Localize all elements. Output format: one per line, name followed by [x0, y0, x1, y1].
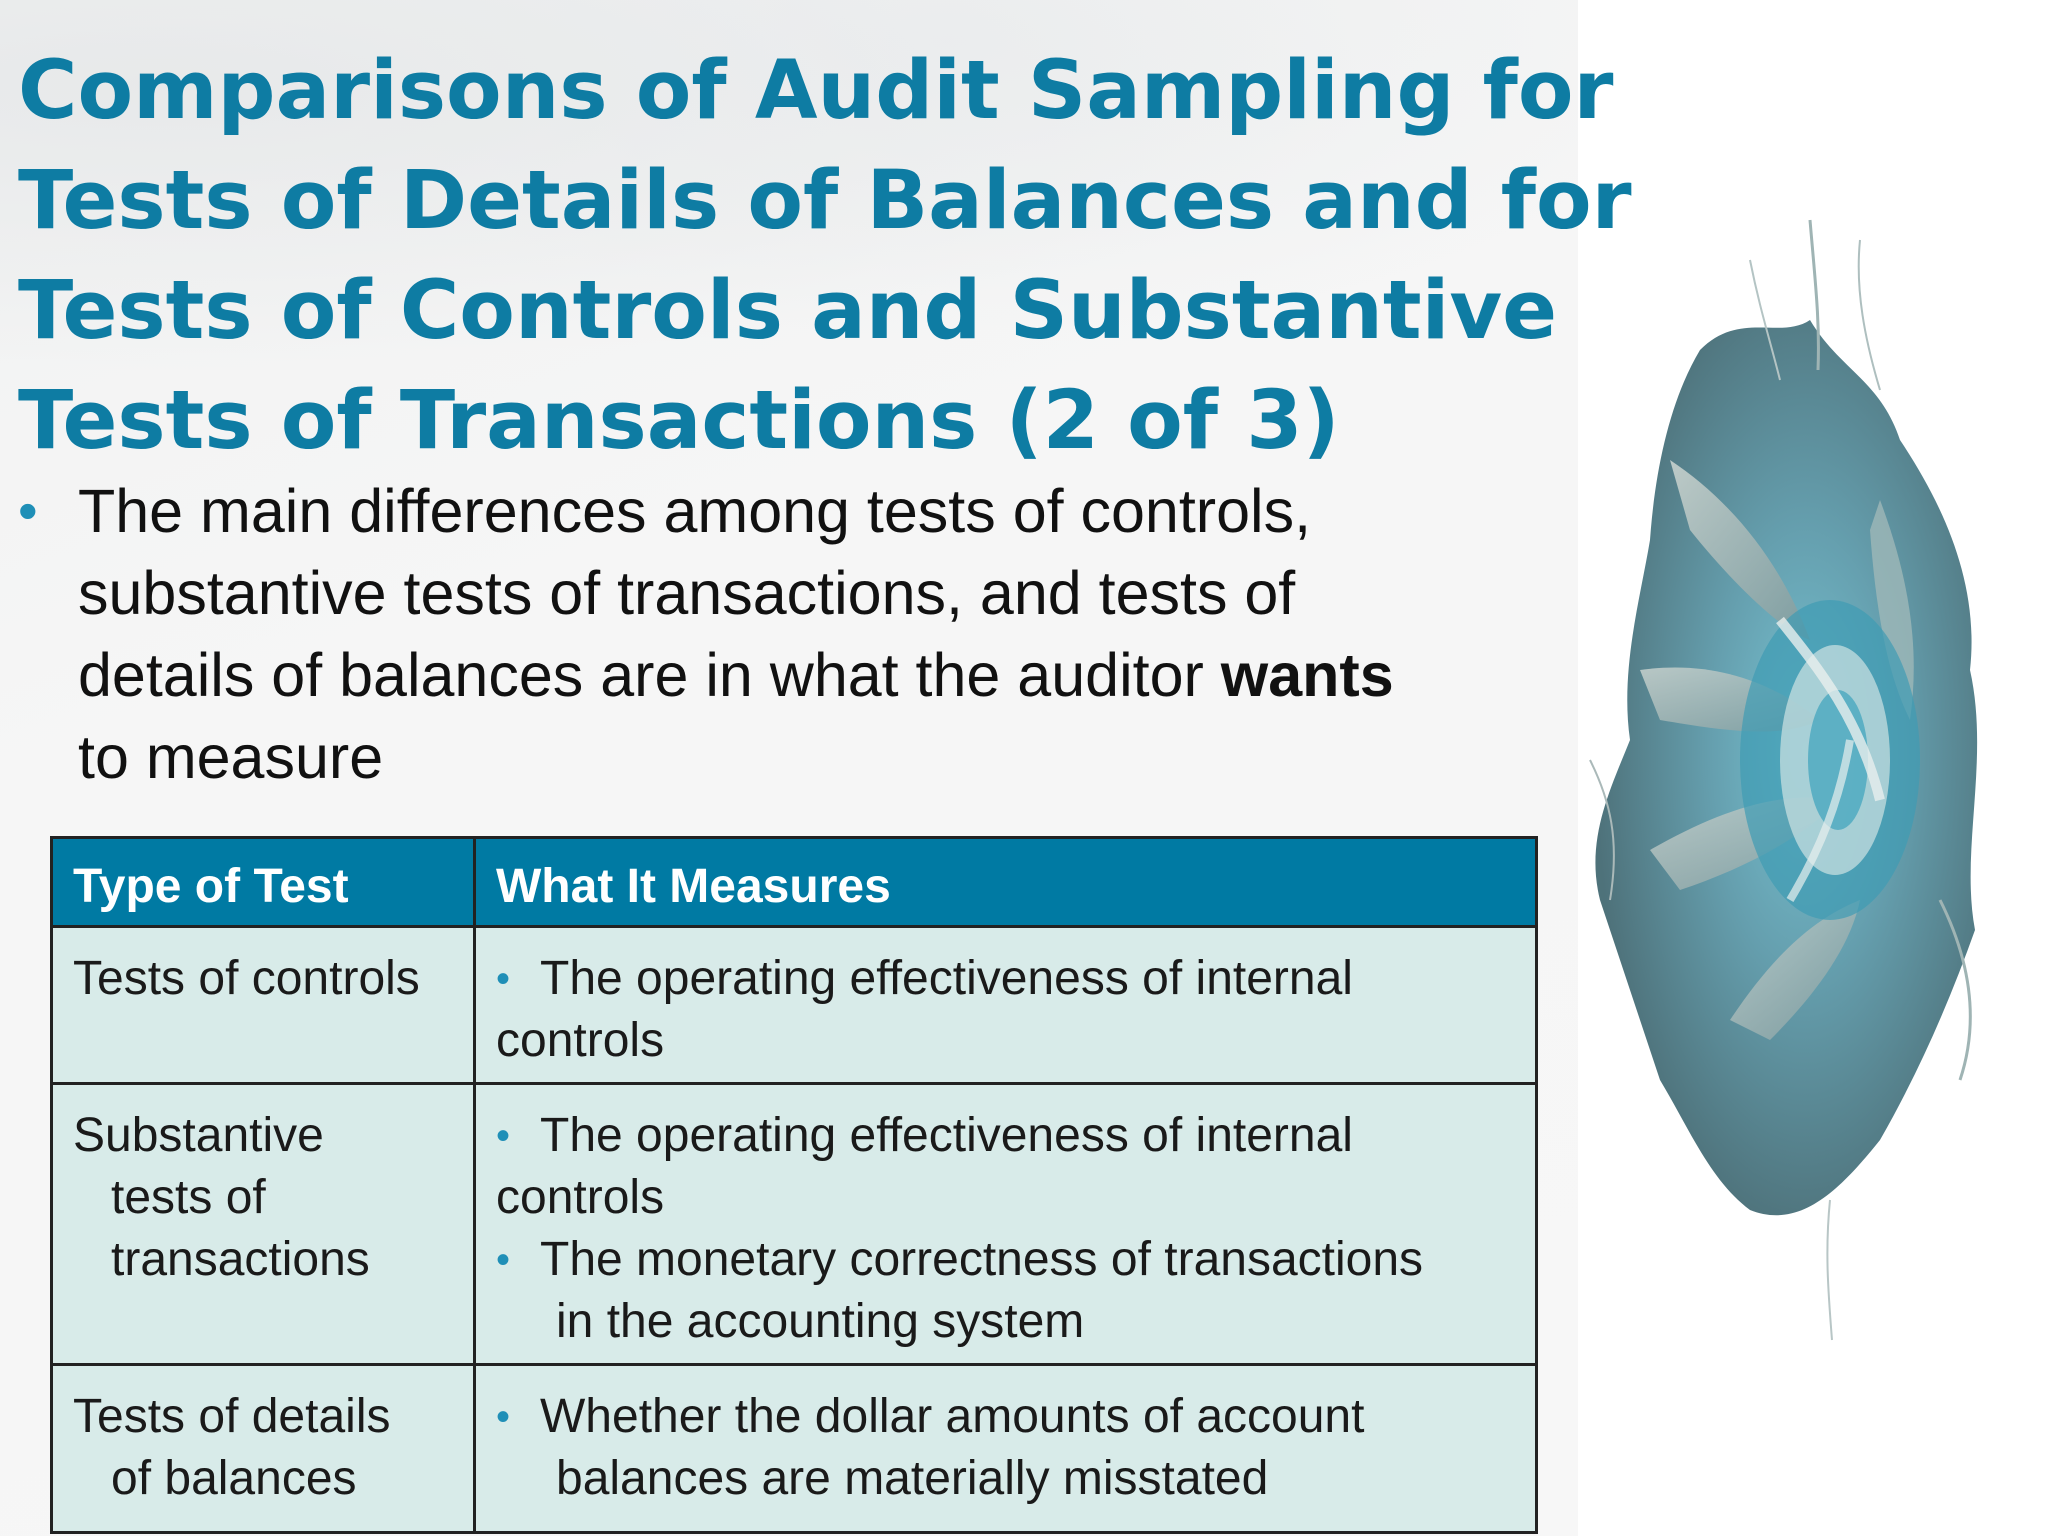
header-what-it-measures: What It Measures	[473, 836, 1538, 928]
type-label: of balances	[111, 1452, 357, 1505]
bullet-marker: •	[496, 1238, 511, 1282]
bullet-line: The main differences among tests of cont…	[78, 477, 1312, 545]
title-line: Tests of Details of Balances and for	[18, 154, 1632, 248]
type-cell: Substantive tests of transactions	[50, 1082, 476, 1366]
measure-line: The operating effectiveness of internal	[540, 1109, 1353, 1162]
measure-line: The operating effectiveness of internal	[540, 952, 1353, 1005]
table-row: Tests of controls • The operating effect…	[50, 925, 1538, 1085]
type-label: Tests of details	[73, 1390, 391, 1443]
measure-cell: • The operating effectiveness of interna…	[473, 1082, 1538, 1366]
type-label: Substantive	[73, 1109, 324, 1162]
measure-cell: • The operating effectiveness of interna…	[473, 925, 1538, 1085]
table-row: Substantive tests of transactions • The …	[50, 1082, 1538, 1366]
measure-cell: • Whether the dollar amounts of account …	[473, 1363, 1538, 1534]
title-line: Tests of Transactions (2 of 3)	[18, 374, 1340, 468]
type-cell: Tests of controls	[50, 925, 476, 1085]
bullet-line: substantive tests of transactions, and t…	[78, 559, 1296, 627]
table-header-row: Type of Test What It Measures	[50, 836, 1538, 928]
measure-item: • The monetary correctness of transactio…	[496, 1229, 1515, 1353]
measure-line: controls	[496, 1171, 665, 1224]
measure-item: • The operating effectiveness of interna…	[496, 948, 1515, 1072]
header-type-of-test: Type of Test	[50, 836, 476, 928]
title-line: Tests of Controls and Substantive	[18, 264, 1558, 358]
abstract-turbine-artwork-icon	[1589, 219, 1978, 1341]
type-label: Tests of controls	[73, 952, 420, 1005]
measure-line: Whether the dollar amounts of account	[540, 1390, 1365, 1443]
bullet-marker: •	[496, 957, 511, 1001]
bullet-line: to measure	[78, 723, 384, 791]
bullet-marker: •	[496, 1395, 511, 1439]
bullet-text: The main differences among tests of cont…	[78, 470, 1578, 798]
measure-line: controls	[496, 1014, 665, 1067]
background-wash	[0, 0, 1578, 420]
measure-line: in the accounting system	[556, 1295, 1085, 1348]
slide-title: Comparisons of Audit Sampling for Tests …	[18, 36, 1632, 476]
type-label: transactions	[111, 1233, 370, 1286]
measure-line: The monetary correctness of transactions	[540, 1233, 1424, 1286]
measure-item: • Whether the dollar amounts of account …	[496, 1386, 1515, 1510]
title-line: Comparisons of Audit Sampling for	[18, 44, 1614, 138]
measure-line: balances are materially misstated	[556, 1452, 1269, 1505]
bullet-line: details of balances are in what the audi…	[78, 634, 1578, 716]
bullet-line-text: details of balances are in what the audi…	[78, 641, 1221, 709]
bullet-marker: •	[18, 479, 38, 542]
table-row: Tests of details of balances • Whether t…	[50, 1363, 1538, 1534]
measure-item: • The operating effectiveness of interna…	[496, 1105, 1515, 1229]
type-label: tests of	[111, 1171, 266, 1224]
measures-table: Type of Test What It Measures Tests of c…	[50, 836, 1538, 1534]
bullet-emphasis: wants	[1220, 641, 1394, 709]
bullet-marker: •	[496, 1114, 511, 1158]
type-cell: Tests of details of balances	[50, 1363, 476, 1534]
